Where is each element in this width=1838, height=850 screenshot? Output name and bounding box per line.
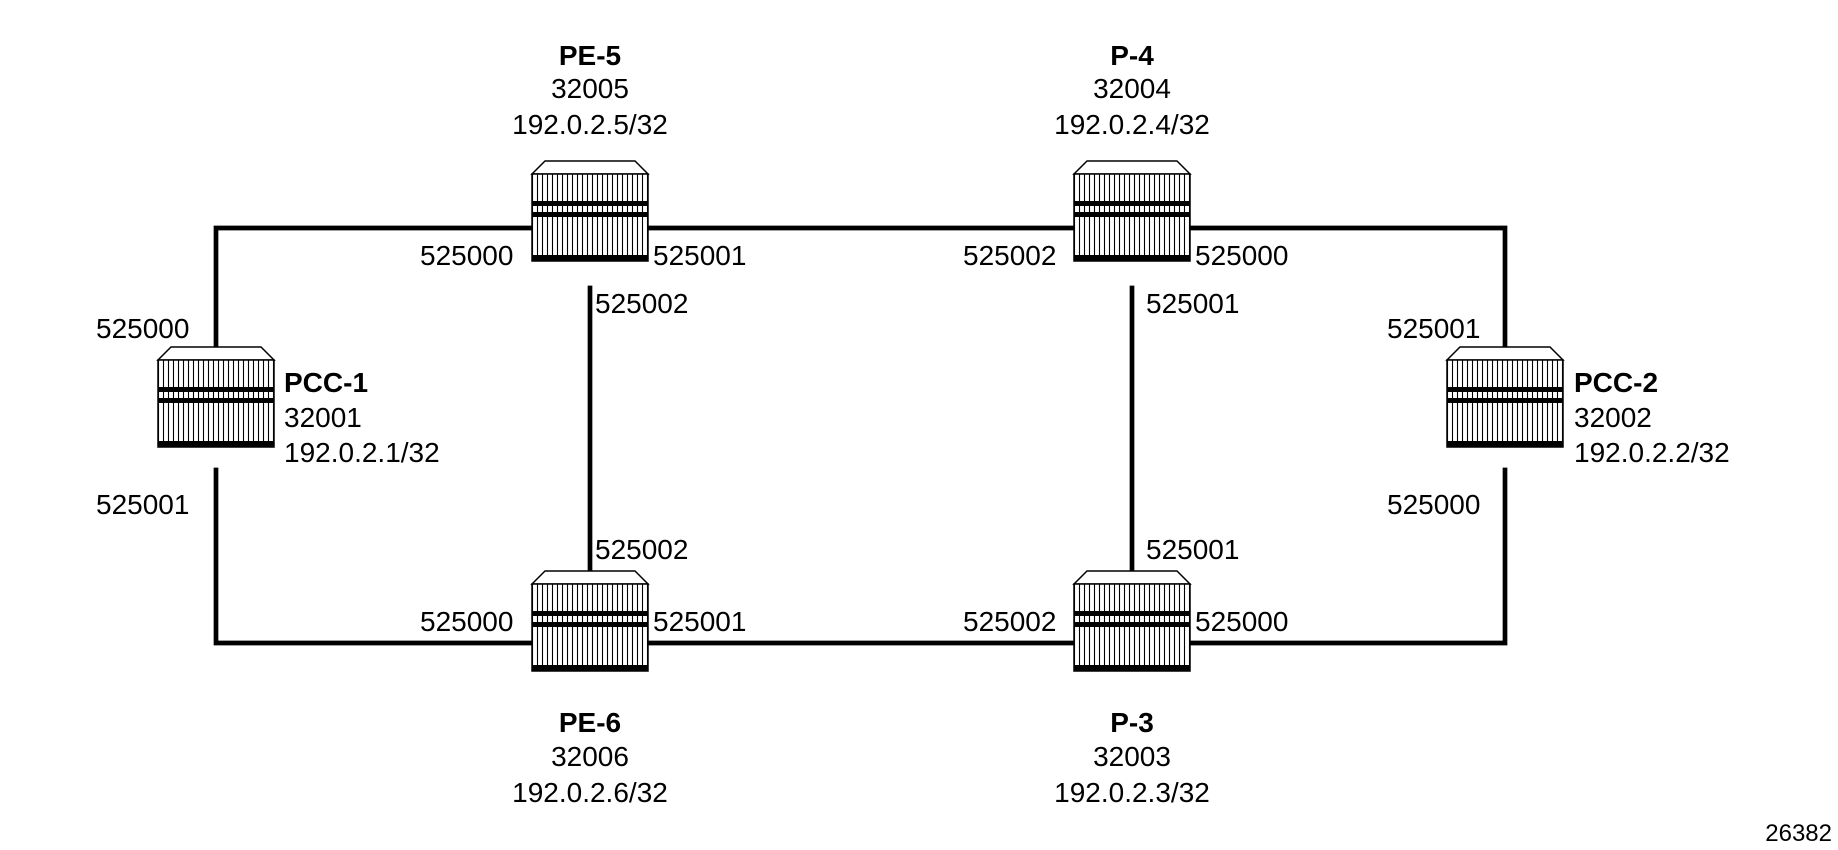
router-icon-p4 bbox=[1073, 160, 1191, 262]
node-address: 192.0.2.4/32 bbox=[1054, 109, 1210, 140]
node-label-pe5: PE-5 32005 192.0.2.5/32 bbox=[512, 40, 668, 140]
router-icon-pe6 bbox=[531, 570, 649, 672]
router-icon-pe5 bbox=[531, 160, 649, 262]
port-label-p4-to-pe5: 525002 bbox=[963, 240, 1056, 271]
node-label-pe6: PE-6 32006 192.0.2.6/32 bbox=[512, 707, 668, 808]
port-label-pe5-to-pe6: 525002 bbox=[595, 288, 688, 319]
router-icon-p3 bbox=[1073, 570, 1191, 672]
node-name: PE-6 bbox=[559, 707, 621, 738]
node-name: PE-5 bbox=[559, 40, 621, 71]
link-p3-pcc2 bbox=[1129, 467, 1508, 646]
link-pcc1-pe6 bbox=[213, 467, 593, 646]
node-sid: 32006 bbox=[551, 741, 629, 772]
node-address: 192.0.2.3/32 bbox=[1054, 777, 1210, 808]
port-label-pe6-to-pcc1: 525000 bbox=[420, 606, 513, 637]
node-name: PCC-2 bbox=[1574, 367, 1658, 398]
router-icon-pcc1 bbox=[157, 346, 275, 448]
node-sid: 32001 bbox=[284, 402, 362, 433]
port-label-p3-to-p4: 525001 bbox=[1146, 534, 1239, 565]
port-label-pe6-to-pe5: 525002 bbox=[595, 534, 688, 565]
link-pcc1-pe5 bbox=[213, 225, 593, 348]
port-labels: 525000 525001 525000 525001 525002 52500… bbox=[96, 240, 1480, 637]
figure-number: 26382 bbox=[1765, 820, 1832, 847]
node-label-pcc1: PCC-1 32001 192.0.2.1/32 bbox=[284, 367, 440, 468]
node-address: 192.0.2.6/32 bbox=[512, 777, 668, 808]
node-sid: 32004 bbox=[1093, 73, 1171, 104]
node-sid: 32005 bbox=[551, 73, 629, 104]
node-name: PCC-1 bbox=[284, 367, 368, 398]
router-icons bbox=[157, 160, 1564, 672]
node-label-p4: P-4 32004 192.0.2.4/32 bbox=[1054, 40, 1210, 140]
node-name: P-3 bbox=[1110, 707, 1154, 738]
port-label-pcc2-to-p3: 525000 bbox=[1387, 489, 1480, 520]
port-label-p3-to-pe6: 525002 bbox=[963, 606, 1056, 637]
node-address: 192.0.2.2/32 bbox=[1574, 437, 1730, 468]
node-label-p3: P-3 32003 192.0.2.3/32 bbox=[1054, 707, 1210, 808]
node-sid: 32003 bbox=[1093, 741, 1171, 772]
port-label-pe5-to-p4: 525001 bbox=[653, 240, 746, 271]
node-sid: 32002 bbox=[1574, 402, 1652, 433]
port-label-pe5-to-pcc1: 525000 bbox=[420, 240, 513, 271]
links bbox=[213, 225, 1508, 646]
link-p4-pcc2 bbox=[1129, 225, 1508, 348]
port-label-p4-to-p3: 525001 bbox=[1146, 288, 1239, 319]
node-address: 192.0.2.1/32 bbox=[284, 437, 440, 468]
port-label-p3-to-pcc2: 525000 bbox=[1195, 606, 1288, 637]
node-label-pcc2: PCC-2 32002 192.0.2.2/32 bbox=[1574, 367, 1730, 468]
port-label-p4-to-pcc2: 525000 bbox=[1195, 240, 1288, 271]
node-address: 192.0.2.5/32 bbox=[512, 109, 668, 140]
port-label-pcc2-to-p4: 525001 bbox=[1387, 313, 1480, 344]
router-icon-pcc2 bbox=[1446, 346, 1564, 448]
node-name: P-4 bbox=[1110, 40, 1154, 71]
port-label-pe6-to-p3: 525001 bbox=[653, 606, 746, 637]
port-label-pcc1-to-pe6: 525001 bbox=[96, 489, 189, 520]
port-label-pcc1-to-pe5: 525000 bbox=[96, 313, 189, 344]
